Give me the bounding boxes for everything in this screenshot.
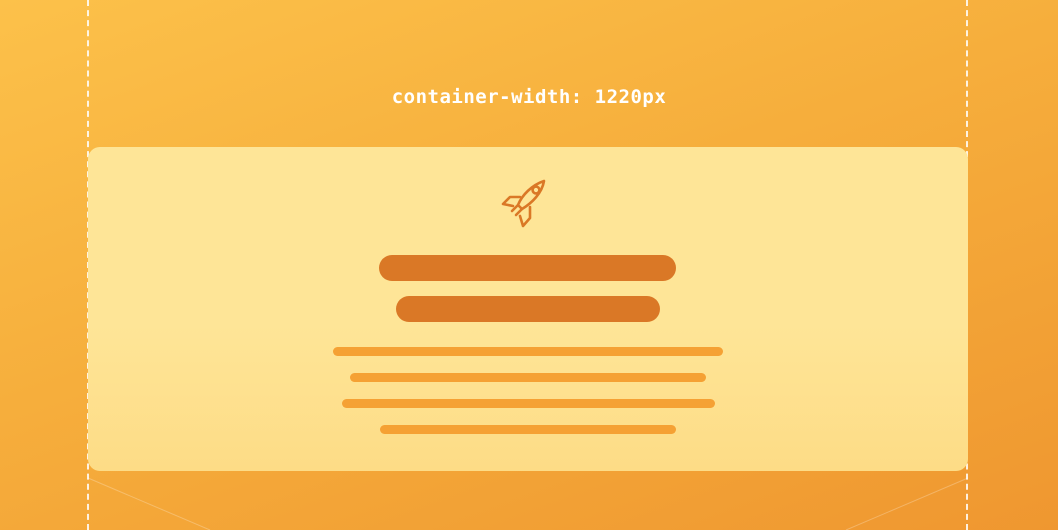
rocket-icon — [501, 179, 546, 228]
text-placeholder-line — [380, 425, 676, 434]
container-width-label: container-width: 1220px — [391, 86, 667, 108]
heading-placeholder-bar — [379, 255, 676, 281]
text-placeholder-line — [342, 399, 715, 408]
text-placeholder-line — [350, 373, 706, 382]
text-placeholder-line — [333, 347, 723, 356]
heading-placeholder-bar — [396, 296, 660, 322]
